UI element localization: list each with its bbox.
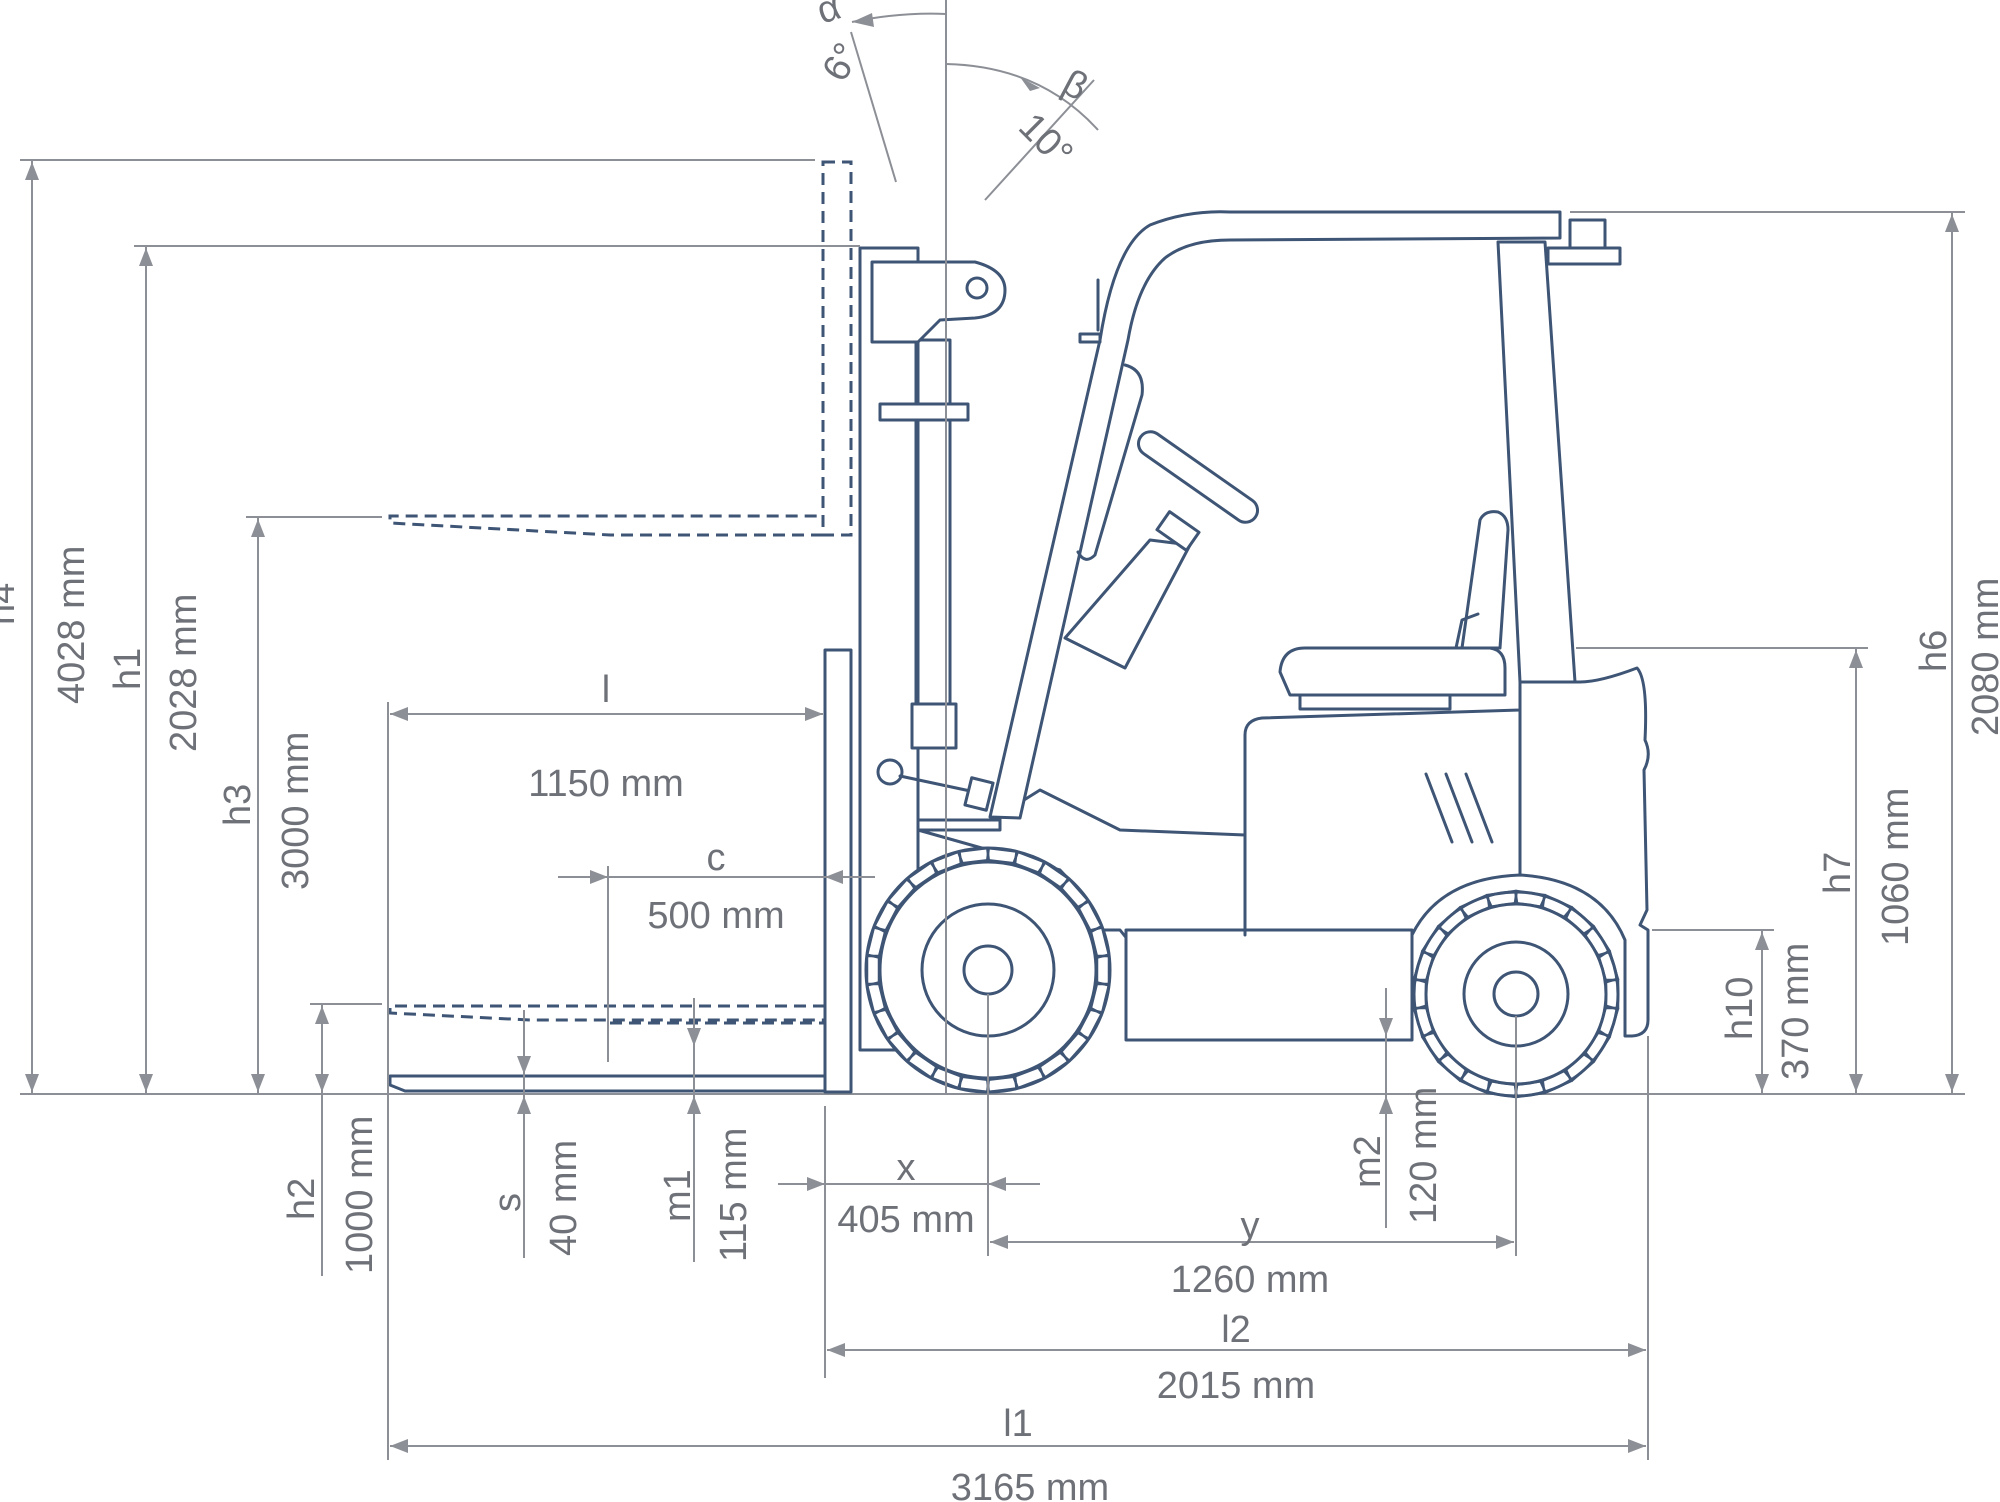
raised-carriage-dashed [388,160,853,537]
seat-cushion [1278,646,1507,697]
alpha-tilt-line [850,31,897,183]
h10-label: h10 [1719,977,1761,1040]
h6-value: 2080 mm [1965,578,2000,736]
c-label: c [707,837,726,879]
h4-label: h4 [0,583,23,625]
s-label: s [487,1193,529,1212]
h2-label: h2 [281,1178,323,1220]
m2-label: m2 [1347,1135,1389,1188]
beacon-light-icon [1568,218,1607,250]
x-value: 405 mm [837,1199,974,1241]
l-value: 1150 mm [528,763,684,805]
chassis-center [1124,928,1414,1042]
l2-value: 2015 mm [1157,1365,1315,1407]
fork-carriage [823,648,853,1094]
tilt-lever-knob-icon [876,758,904,786]
m1-value: 115 mm [713,1128,755,1262]
l1-label: l1 [1003,1403,1033,1445]
h2-value: 1000 mm [339,1116,381,1274]
overhead-guard-rear-post [1496,240,1577,684]
fork-lower [388,1074,827,1093]
s-value: 40 mm [543,1140,585,1256]
pulley-icon [965,276,989,300]
m2-value: 120 mm [1403,1087,1445,1224]
mast-head [870,260,1007,344]
y-label: y [1241,1205,1260,1247]
seat-back [1460,510,1510,650]
m1-label: m1 [657,1169,699,1222]
h1-label: h1 [107,648,149,690]
overhead-guard-front-post [988,210,1562,820]
h1-value: 2028 mm [163,594,205,752]
alpha-value: 6° [815,36,870,88]
forklift-drawing [388,160,1650,1099]
h4-value: 4028 mm [51,546,93,704]
l-label: l [602,669,610,711]
beta-tilt-line [984,79,1095,201]
lift-cylinder [914,338,952,712]
c-value: 500 mm [647,895,784,937]
h10-value: 370 mm [1775,943,1817,1080]
h7-label: h7 [1817,852,1859,894]
h3-label: h3 [217,784,259,826]
fork-dashed-lower [388,1004,825,1022]
beta-value: 10° [1010,105,1080,175]
rear-wheel [1412,889,1620,1099]
x-label: x [897,1147,916,1189]
l2-label: l2 [1221,1309,1251,1351]
l1-value: 3165 mm [951,1467,1109,1502]
h3-value: 3000 mm [275,732,317,890]
alpha-symbol: α [812,0,846,33]
y-value: 1260 mm [1171,1259,1329,1301]
steering-wheel-icon [1136,430,1260,524]
dimension-lines: h4 4028 mm h1 2028 mm h3 3000 mm h2 1000… [0,159,2000,1502]
h6-label: h6 [1913,630,1955,672]
h7-value: 1060 mm [1875,788,1917,946]
